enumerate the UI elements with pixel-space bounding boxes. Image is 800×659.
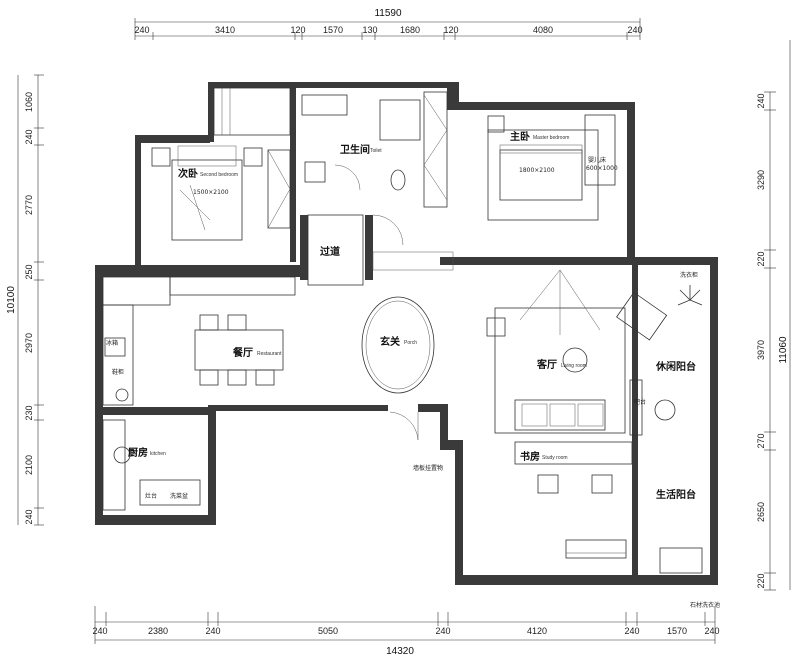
wash-table-label: 洗衣柜: [680, 271, 698, 279]
master-bedroom-en: Master bedroom: [533, 135, 569, 141]
living-name: 客厅: [536, 358, 557, 371]
corridor-name: 过道: [320, 245, 340, 258]
top-dimensions: 11590 240 3410 120 1570 130 1680 120 408…: [134, 8, 643, 40]
stove-label: 灶台: [145, 492, 157, 500]
bottom-dim: 1570: [667, 626, 687, 636]
top-dim: 1570: [323, 25, 343, 35]
right-dim: 2650: [756, 502, 766, 522]
fixture-labels: 冰箱 鞋柜 墙板挂置物 吧台 洗衣柜 石材洗衣池 灶台 洗菜盆: [106, 271, 720, 609]
bottom-total: 14320: [386, 646, 414, 657]
walls: [95, 82, 718, 585]
bottom-dim: 240: [205, 626, 220, 636]
porch-en: Porch: [404, 340, 417, 346]
left-dim: 2970: [24, 333, 34, 353]
right-dim: 240: [756, 93, 766, 108]
crib-label: 婴儿床: [588, 156, 606, 164]
right-dim: 3290: [756, 170, 766, 190]
kitchen-name: 厨房: [128, 446, 148, 459]
living-en: Living room: [561, 363, 587, 369]
porch-name: 玄关: [380, 335, 400, 348]
top-dim: 120: [443, 25, 458, 35]
right-dim: 220: [756, 573, 766, 588]
cabinet-label: 鞋柜: [112, 368, 124, 376]
bottom-dim: 4120: [527, 626, 547, 636]
top-dim: 240: [627, 25, 642, 35]
right-total: 11060: [778, 336, 789, 364]
top-dim: 4080: [533, 25, 553, 35]
left-dim: 2100: [24, 455, 34, 475]
top-dim: 240: [134, 25, 149, 35]
left-dim: 1060: [24, 92, 34, 112]
right-dimensions: 240 3290 220 3970 270 2650 220 11060: [756, 40, 791, 591]
dining-en: Restaurant: [257, 351, 282, 357]
left-dim: 2770: [24, 195, 34, 215]
bottom-dim: 240: [92, 626, 107, 636]
bottom-dim: 240: [704, 626, 719, 636]
sink-label: 洗菜盆: [170, 492, 188, 500]
left-dim: 250: [24, 264, 34, 279]
bar-label: 吧台: [634, 398, 646, 406]
study-en: Study room: [542, 455, 568, 461]
hanging-shelf-label: 墙板挂置物: [413, 464, 443, 472]
stone-wash-label: 石材洗衣池: [690, 601, 720, 609]
top-dim: 120: [290, 25, 305, 35]
crib-size: 600×1000: [586, 165, 618, 172]
right-dim: 270: [756, 433, 766, 448]
study-name: 书房: [520, 450, 540, 463]
interior-lines: [102, 87, 703, 574]
top-total: 11590: [374, 8, 402, 19]
top-dim: 1680: [400, 25, 420, 35]
kitchen-en: kitchen: [150, 451, 166, 457]
left-dim: 230: [24, 405, 34, 420]
life-balcony-name: 生活阳台: [656, 488, 696, 501]
dining-name: 餐厅: [232, 346, 253, 359]
toilet-name: 卫生间: [340, 143, 370, 156]
second-bedroom-en: Second bedroom: [200, 172, 238, 178]
second-bedroom-bed-size: 1500×2100: [193, 189, 229, 196]
fridge-label: 冰箱: [106, 339, 118, 347]
bottom-dim: 240: [624, 626, 639, 636]
bottom-dim: 2380: [148, 626, 168, 636]
master-bedroom-bed-size: 1800×2100: [519, 167, 555, 174]
toilet-en: Toilet: [370, 148, 382, 154]
bottom-dim: 240: [435, 626, 450, 636]
bottom-dim: 5050: [318, 626, 338, 636]
right-dim: 3970: [756, 340, 766, 360]
master-bedroom-name: 主卧: [510, 130, 530, 143]
second-bedroom-name: 次卧: [178, 167, 198, 180]
right-dim: 220: [756, 251, 766, 266]
top-dim: 3410: [215, 25, 235, 35]
left-dim: 240: [24, 129, 34, 144]
left-dimensions: 10100 1060 240 2770 250 2970 230 2100 24…: [6, 74, 44, 526]
top-dim: 130: [362, 25, 377, 35]
room-labels: 次卧 Second bedroom 1500×2100 卫生间 Toilet 主…: [128, 130, 696, 501]
bottom-dimensions: 240 2380 240 5050 240 4120 240 1570 240 …: [92, 606, 720, 657]
leisure-balcony-name: 休闲阳台: [655, 360, 696, 373]
left-total: 10100: [6, 286, 17, 314]
left-dim: 240: [24, 509, 34, 524]
